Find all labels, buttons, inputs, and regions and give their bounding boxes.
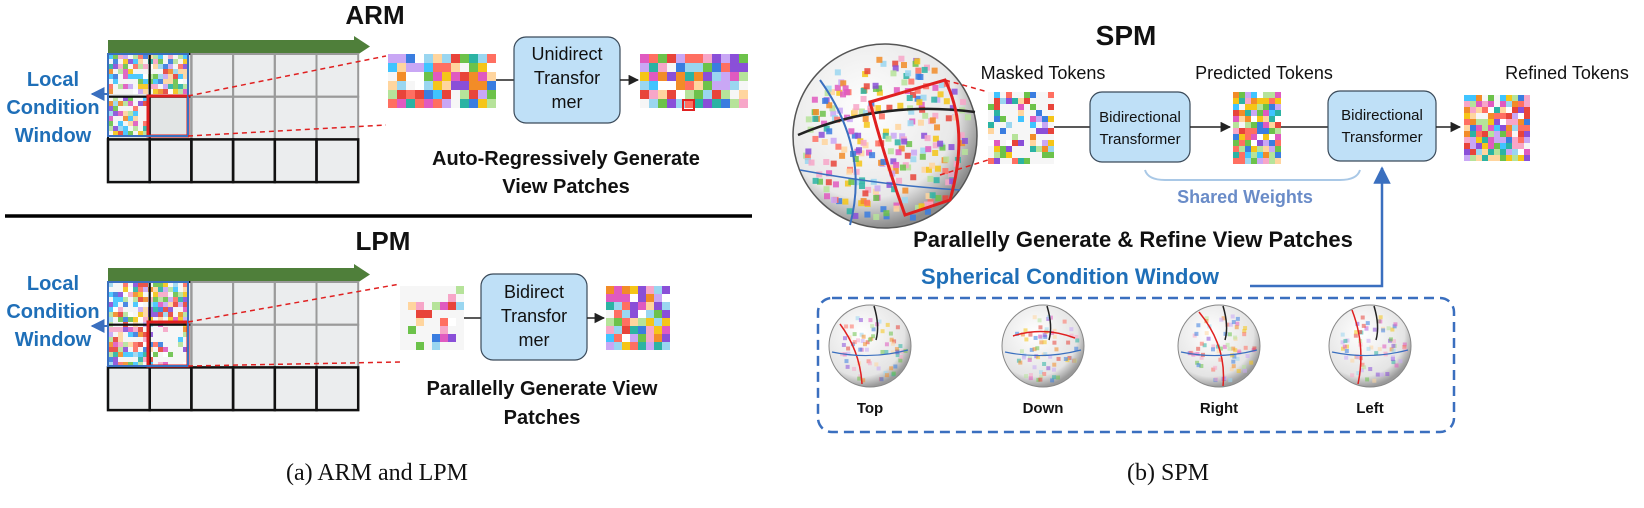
view-label-down: Down: [1023, 400, 1064, 417]
spm-masked-tokens: [988, 92, 1054, 164]
spm-transformer2-line1: Bidirectional: [1341, 107, 1423, 124]
lpm-transformer-line2: Transfor: [501, 306, 567, 326]
lpm-caption-line2: Patches: [504, 407, 581, 429]
lpm-transformer-line1: Bidirect: [504, 282, 564, 302]
spm-view-spheres: [828, 304, 1412, 388]
lpm-caption-line1: Parallelly Generate View: [427, 378, 658, 400]
arm-panel: ARM Local Condition Window: [6, 0, 748, 198]
subcaption-a: (a) ARM and LPM: [286, 460, 468, 486]
lpm-grid-lines: [106, 281, 360, 412]
spm-transformer2-line2: Transformer: [1341, 129, 1422, 146]
arm-transformer-line3: mer: [552, 92, 583, 112]
arm-transformer-line2: Transfor: [534, 68, 600, 88]
spm-caption: Parallelly Generate & Refine View Patche…: [913, 227, 1353, 252]
arm-local-line3: Window: [15, 125, 92, 147]
arm-local-window: Local Condition Window: [6, 69, 108, 147]
spm-masked-label: Masked Tokens: [981, 63, 1106, 83]
spm-predicted-tokens: [1233, 92, 1281, 164]
spm-predicted-label: Predicted Tokens: [1195, 63, 1333, 83]
arm-scan-arrow: [108, 36, 370, 57]
spm-title: SPM: [1096, 20, 1157, 51]
arm-local-line1: Local: [27, 69, 79, 91]
subcaption-b: (b) SPM: [1127, 460, 1209, 486]
arm-title: ARM: [345, 0, 404, 30]
lpm-local-line3: Window: [15, 329, 92, 351]
lpm-transformer-line3: mer: [519, 330, 550, 350]
arm-transformer-line1: Unidirect: [531, 44, 602, 64]
spm-transformer1-line2: Transformer: [1099, 131, 1180, 148]
lpm-transformer: Bidirect Transfor mer: [480, 273, 588, 361]
spm-shared-weights: Shared Weights: [1144, 169, 1361, 207]
lpm-local-line1: Local: [27, 273, 79, 295]
arm-panorama-grid: [106, 53, 360, 184]
spm-condition-arrow: [1250, 166, 1391, 288]
arm-output-tokens: [640, 54, 748, 108]
spm-spherical-window-box: [816, 296, 1456, 434]
arm-local-line2: Condition: [6, 97, 99, 119]
spm-sphere: [792, 43, 978, 229]
arm-transformer: Unidirect Transfor mer: [513, 36, 621, 124]
lpm-title: LPM: [356, 226, 411, 256]
lpm-panorama-grid: [106, 281, 360, 412]
arm-caption-line1: Auto-Regressively Generate: [432, 148, 700, 170]
arm-caption-line2: View Patches: [502, 176, 629, 198]
lpm-conditioned-tokens: [108, 282, 188, 367]
spm-refined-tokens: [1464, 95, 1530, 161]
lpm-window-box: [107, 281, 189, 367]
lpm-local-window: Local Condition Window: [6, 273, 108, 351]
lpm-scan-arrow: [108, 264, 370, 285]
spm-transformer1-line1: Bidirectional: [1099, 109, 1181, 126]
arm-grid-lines: [106, 53, 360, 184]
arm-conditioned-tokens: [108, 54, 188, 136]
lpm-output-tokens: [606, 286, 670, 350]
arm-next-token-highlight: [682, 99, 695, 111]
arm-input-tokens: [388, 54, 496, 108]
spm-spherical-window-label: Spherical Condition Window: [921, 264, 1220, 289]
view-label-top: Top: [857, 400, 883, 417]
lpm-local-line2: Condition: [6, 301, 99, 323]
spm-transformer-1: Bidirectional Transformer: [1089, 91, 1191, 163]
spm-panel: SPM Masked Tokens Bidirectional Transfor…: [792, 20, 1629, 434]
lpm-masked-tokens: [400, 286, 464, 350]
view-label-right: Right: [1200, 400, 1238, 417]
spm-transformer-2: Bidirectional Transformer: [1327, 90, 1437, 162]
lpm-panel: LPM Local Condition Window Bidirect Tran…: [6, 226, 670, 429]
view-label-left: Left: [1356, 400, 1384, 417]
spm-shared-weights-label: Shared Weights: [1177, 187, 1313, 207]
spm-refined-label: Refined Tokens: [1505, 63, 1629, 83]
